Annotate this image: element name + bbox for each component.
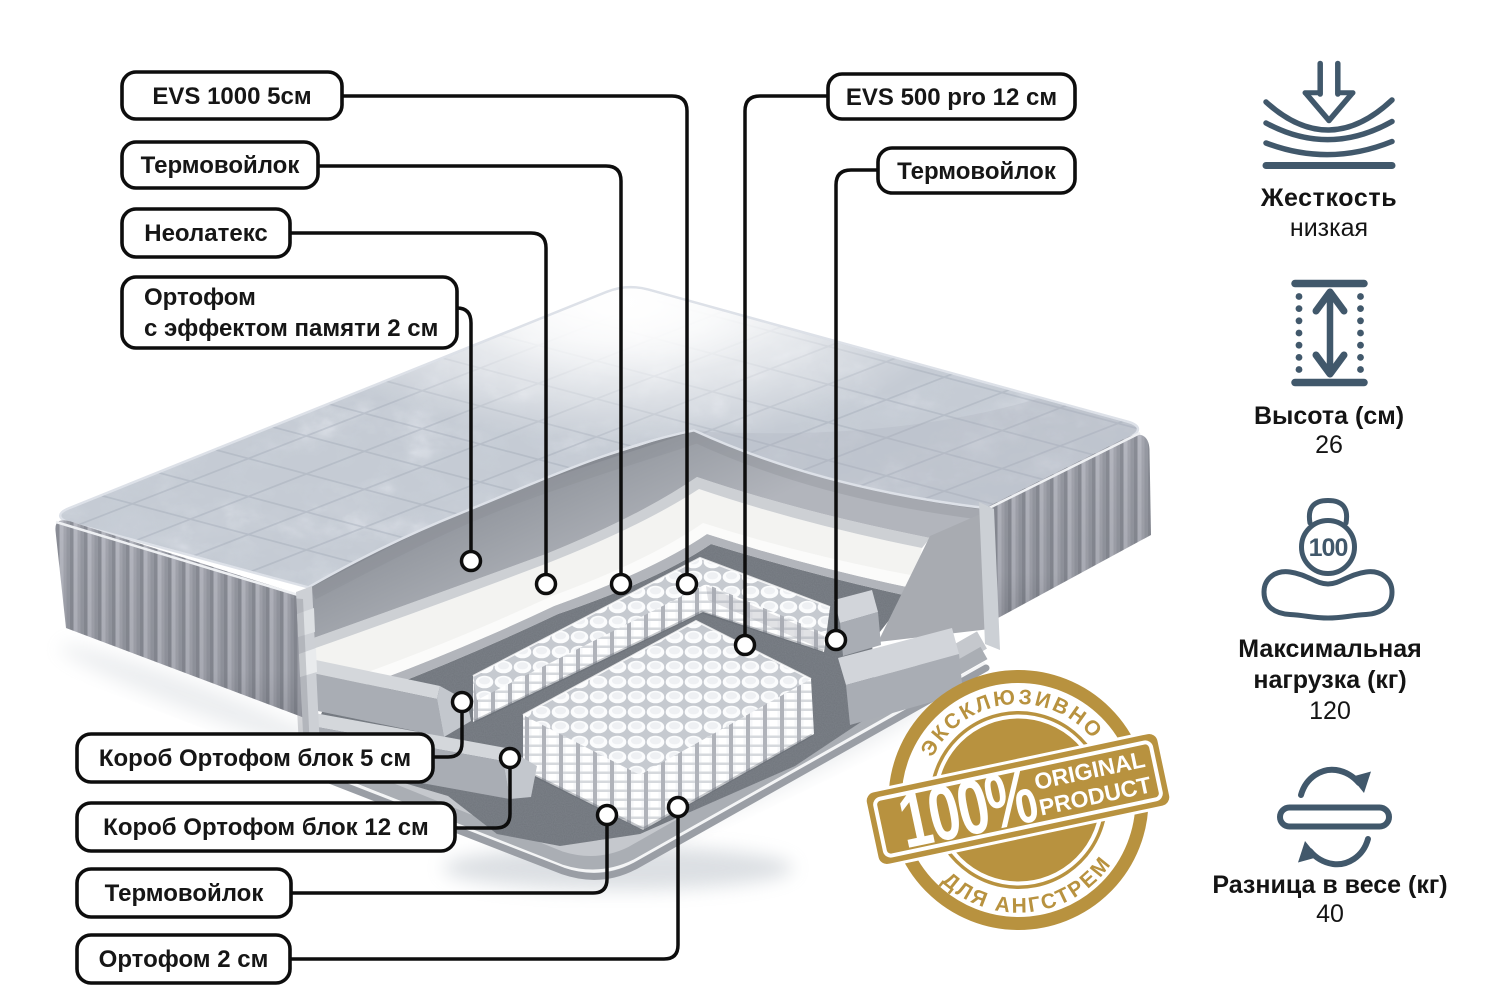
svg-text:100: 100 (1309, 534, 1348, 562)
svg-text:Ортофом: Ортофом (144, 284, 256, 311)
svg-text:EVS 1000 5см: EVS 1000 5см (152, 83, 311, 110)
svg-text:Разница в весе (кг): Разница в весе (кг) (1212, 871, 1447, 899)
svg-text:40: 40 (1316, 900, 1344, 928)
svg-text:низкая: низкая (1290, 214, 1368, 242)
svg-text:Термовойлок: Термовойлок (141, 152, 301, 179)
svg-text:Высота (см): Высота (см) (1254, 402, 1404, 430)
svg-text:Термовойлок: Термовойлок (897, 158, 1057, 185)
svg-text:Максимальная: Максимальная (1238, 635, 1421, 663)
svg-text:120: 120 (1309, 697, 1351, 725)
svg-text:Короб Ортофом блок 12 см: Короб Ортофом блок 12 см (103, 814, 429, 841)
svg-text:Термовойлок: Термовойлок (105, 880, 265, 907)
svg-text:Неолатекс: Неолатекс (144, 220, 267, 247)
svg-text:нагрузка (кг): нагрузка (кг) (1253, 666, 1406, 694)
svg-text:26: 26 (1315, 431, 1343, 459)
svg-text:с эффектом памяти 2 см: с эффектом памяти 2 см (144, 315, 438, 342)
svg-text:Короб Ортофом блок 5 см: Короб Ортофом блок 5 см (99, 745, 411, 772)
svg-text:Жесткость: Жесткость (1260, 184, 1397, 212)
svg-text:Ортофом 2 см: Ортофом 2 см (99, 946, 269, 973)
svg-text:EVS 500 pro 12 см: EVS 500 pro 12 см (846, 84, 1057, 111)
